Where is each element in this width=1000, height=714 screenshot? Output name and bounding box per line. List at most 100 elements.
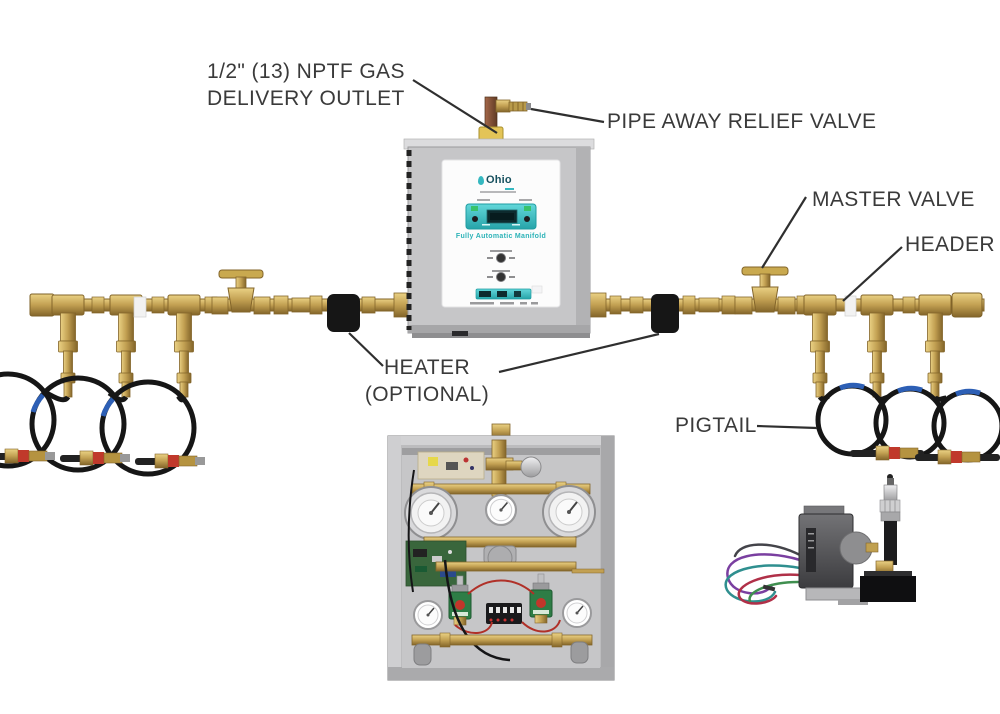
bracket-foot xyxy=(838,599,868,605)
coupling-nut xyxy=(151,296,165,314)
right-inlet-cap xyxy=(570,641,589,664)
pigtail-hose-coil xyxy=(99,379,197,477)
right-header-pipe xyxy=(589,266,985,398)
label-line: DELIVERY OUTLET xyxy=(207,87,405,110)
relief-arm xyxy=(505,460,523,471)
coupling-nut xyxy=(609,295,622,315)
module-micro-label xyxy=(482,224,490,226)
left-inlet-cap xyxy=(413,643,432,666)
header-end-cap-right xyxy=(951,292,983,318)
brand-name: Ohio xyxy=(486,174,512,186)
coupling-nut xyxy=(361,296,376,314)
coupling-nut xyxy=(902,296,916,314)
coupling-nut xyxy=(629,296,644,314)
pigtail-blue-band xyxy=(839,382,865,391)
bottom-left-gauge xyxy=(413,600,443,630)
label-line: 1/2" (13) NPTF GAS xyxy=(207,60,405,83)
pipe-tag xyxy=(844,295,857,317)
heater-right xyxy=(651,294,679,333)
box-flange-right xyxy=(601,436,614,680)
wire-ferrule xyxy=(762,584,776,592)
left-green-button xyxy=(471,206,478,211)
cabinet-front-panel xyxy=(441,159,561,308)
coupling-nut xyxy=(698,297,720,313)
pipe-away-relief-valve xyxy=(495,99,531,113)
label-pipe-away-relief-valve: PIPE AWAY RELIEF VALVE xyxy=(607,110,877,133)
panel-tag xyxy=(531,285,543,294)
left-line-gauge xyxy=(404,486,458,540)
coupling-nut xyxy=(682,295,696,315)
pigtail-cga-connector xyxy=(135,453,205,469)
heater-left-leader-line xyxy=(348,332,384,367)
actuator-brass-tip xyxy=(865,542,879,553)
interior-pipe-row3 xyxy=(435,561,577,572)
ohio-brand-logo: Ohio xyxy=(478,174,512,186)
right-green-button xyxy=(524,206,531,211)
header-tee-drop xyxy=(803,294,837,398)
pigtail-blue-band xyxy=(897,385,923,394)
module-micro-label xyxy=(512,224,520,226)
coupling-nut xyxy=(91,296,105,314)
setpoint-knob-lower xyxy=(487,270,515,282)
box-flange-left xyxy=(388,436,401,680)
pigtail-hose-coil xyxy=(0,371,57,469)
coupling-nut xyxy=(439,632,451,648)
heater-right-leader-line xyxy=(498,332,660,374)
pigtail-blue-band xyxy=(30,393,45,413)
valve-actuator-assembly xyxy=(724,474,916,605)
center-gauge xyxy=(484,493,518,527)
manifold-interior-box xyxy=(387,423,615,681)
interior-pipe-row4 xyxy=(411,634,593,646)
cabinet-bottom-edge xyxy=(408,325,590,333)
panel-product-name: Fully Automatic Manifold xyxy=(455,233,547,240)
gas-outlet-leader-line xyxy=(412,79,498,134)
interior-wiring xyxy=(407,469,561,662)
header-tee-drop xyxy=(167,294,201,398)
interior-relief-valve xyxy=(520,456,542,478)
cabinet-latch xyxy=(452,331,468,336)
coupling-nut xyxy=(721,295,736,315)
right-line-gauge xyxy=(542,485,596,539)
right-pigtails xyxy=(815,382,1000,465)
label-master-valve: MASTER VALVE xyxy=(812,188,975,211)
pigtail-cga-connector xyxy=(915,449,1000,465)
pigtail-cga-connector xyxy=(0,448,55,464)
status-strip xyxy=(470,285,543,305)
cabinet-inlet-fitting-right xyxy=(589,292,607,318)
left-pigtails xyxy=(0,371,205,477)
label-pigtail: PIGTAIL xyxy=(675,414,757,437)
valve-stem-assembly xyxy=(860,474,916,602)
label-line: HEATER xyxy=(383,356,471,379)
coupling-nut xyxy=(551,632,563,648)
pigtail-leader-line xyxy=(756,424,818,430)
panel-micro-label xyxy=(519,199,532,201)
header-end-cap-left xyxy=(29,293,55,317)
logo-tagline-bar xyxy=(480,191,516,193)
master-valve-left xyxy=(211,269,271,315)
lcd-screen xyxy=(490,213,514,220)
left-header-pipe xyxy=(29,269,411,398)
coupling-nut xyxy=(309,295,323,315)
gas-delivery-outlet-fitting xyxy=(478,96,531,143)
bottom-right-gauge xyxy=(562,598,592,628)
display-module xyxy=(465,203,537,230)
pipe-tag xyxy=(133,296,147,318)
actuator-label-strip xyxy=(806,528,816,572)
label-gas-delivery-outlet: 1/2" (13) NPTF GAS DELIVERY OUTLET xyxy=(207,58,405,112)
power-supply-board xyxy=(417,451,485,480)
sensor-rod xyxy=(571,568,605,574)
master-valve-right xyxy=(734,266,796,315)
master-valve-leader-line xyxy=(761,196,807,269)
header-tee-drop xyxy=(860,294,894,398)
pigtail-hose-coil xyxy=(29,375,127,473)
droplet-icon xyxy=(478,176,484,185)
leader-lines xyxy=(348,79,903,430)
cabinet-shadow xyxy=(412,333,590,338)
coupling-nut xyxy=(273,295,289,315)
label-header: HEADER xyxy=(905,233,995,256)
setpoint-knob-upper xyxy=(487,250,515,263)
label-line: (OPTIONAL) xyxy=(364,383,490,406)
header-leader-line xyxy=(842,246,903,302)
pigtail-cga-connector xyxy=(850,445,924,461)
